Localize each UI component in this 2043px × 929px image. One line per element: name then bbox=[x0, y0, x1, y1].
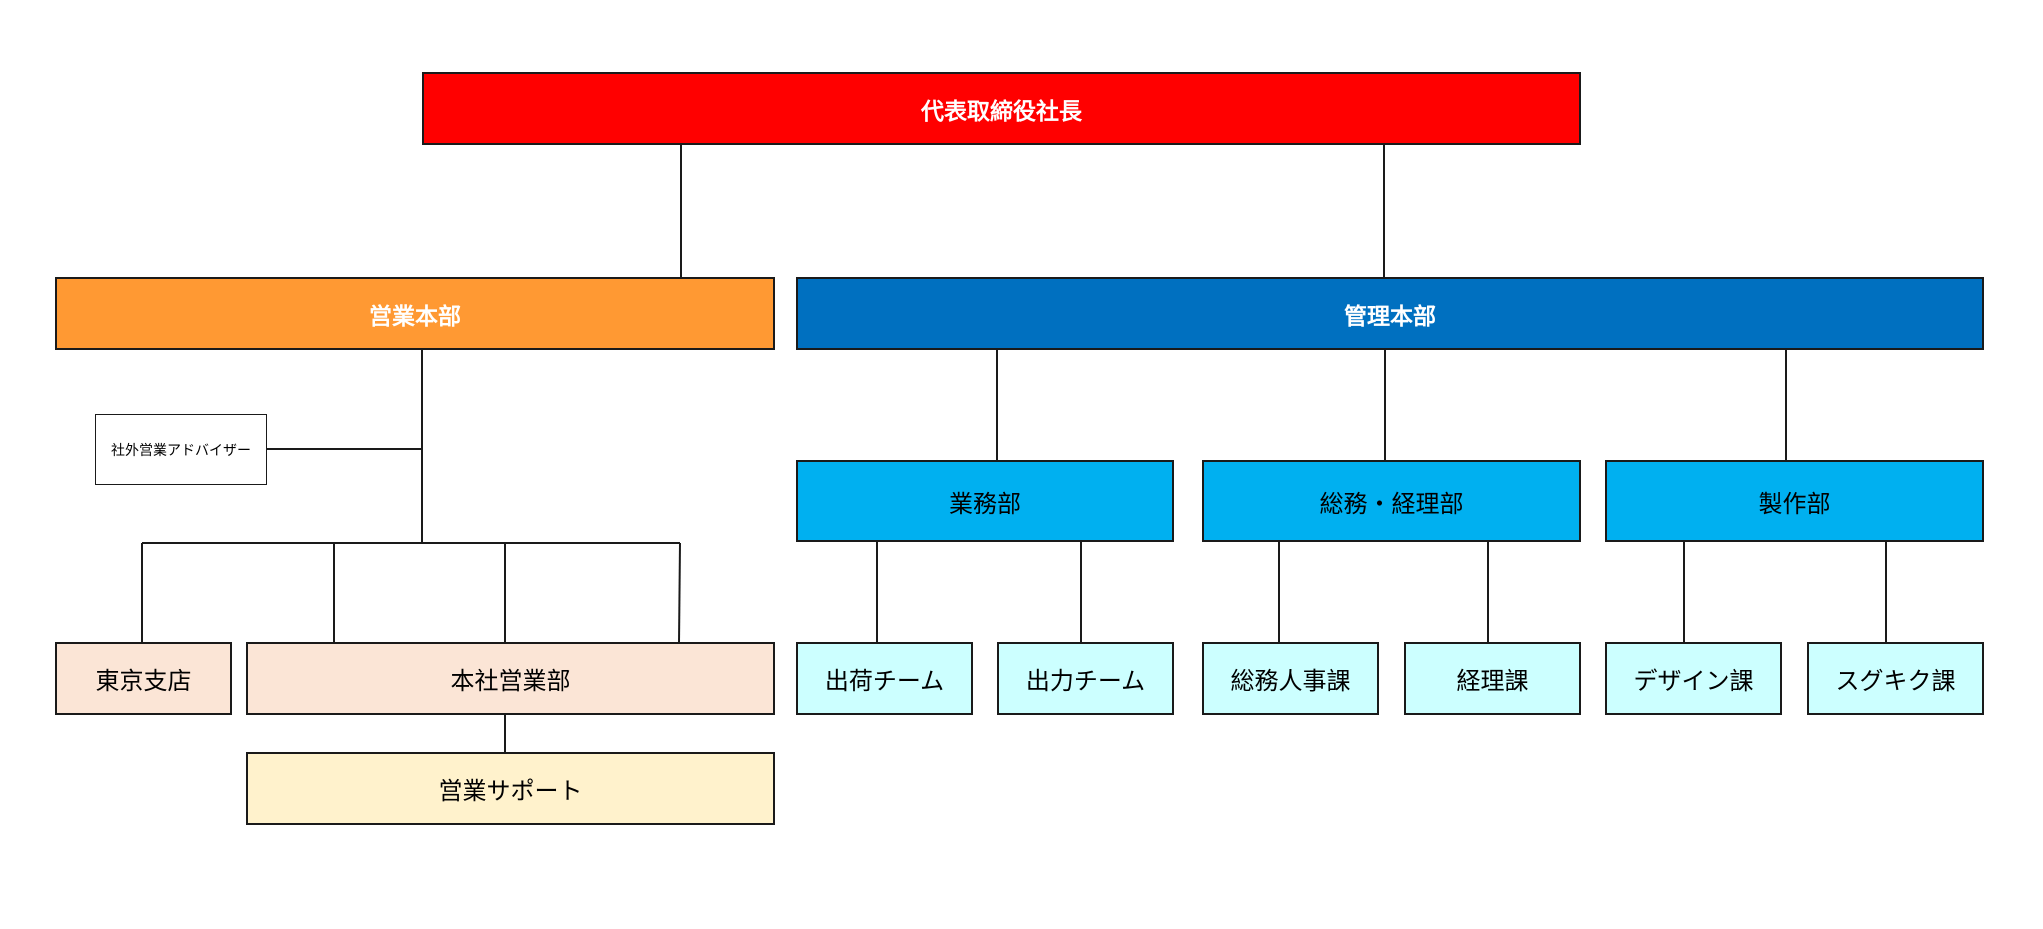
design-section-box: デザイン課 bbox=[1605, 642, 1782, 715]
hq-sales-dept-label: 本社営業部 bbox=[450, 667, 571, 695]
hq-sales-dept-box: 本社営業部 bbox=[246, 642, 775, 715]
shukka-team-label: 出荷チーム bbox=[824, 667, 945, 695]
ceo-box: 代表取締役社長 bbox=[422, 72, 1581, 145]
sales-support-box: 営業サポート bbox=[246, 752, 775, 825]
advisor-box: 社外営業アドバイザー bbox=[95, 414, 267, 485]
sales-hq-label: 営業本部 bbox=[369, 303, 461, 330]
sugiki-section-label: スグキク課 bbox=[1835, 667, 1956, 695]
seisaku-dept-box: 製作部 bbox=[1605, 460, 1984, 542]
sales-support-label: 営業サポート bbox=[438, 777, 583, 805]
admin-hq-label: 管理本部 bbox=[1344, 303, 1436, 330]
shutsuryoku-team-label: 出力チーム bbox=[1025, 667, 1146, 695]
somu-keiri-dept-label: 総務・経理部 bbox=[1319, 489, 1464, 518]
advisor-label: 社外営業アドバイザー bbox=[111, 442, 251, 459]
somu-jinji-section-label: 総務人事課 bbox=[1230, 667, 1351, 695]
sales-hq-box: 営業本部 bbox=[55, 277, 775, 350]
tokyo-branch-box: 東京支店 bbox=[55, 642, 232, 715]
shukka-team-box: 出荷チーム bbox=[796, 642, 973, 715]
sugiki-section-box: スグキク課 bbox=[1807, 642, 1984, 715]
admin-hq-box: 管理本部 bbox=[796, 277, 1984, 350]
keiri-section-box: 経理課 bbox=[1404, 642, 1581, 715]
somu-keiri-dept-box: 総務・経理部 bbox=[1202, 460, 1581, 542]
gyomu-dept-box: 業務部 bbox=[796, 460, 1174, 542]
shutsuryoku-team-box: 出力チーム bbox=[997, 642, 1174, 715]
ceo-label: 代表取締役社長 bbox=[921, 98, 1082, 125]
tokyo-branch-label: 東京支店 bbox=[95, 667, 192, 695]
somu-jinji-section-box: 総務人事課 bbox=[1202, 642, 1379, 715]
keiri-section-label: 経理課 bbox=[1456, 667, 1529, 695]
seisaku-dept-label: 製作部 bbox=[1758, 489, 1831, 518]
design-section-label: デザイン課 bbox=[1633, 667, 1754, 695]
gyomu-dept-label: 業務部 bbox=[949, 489, 1021, 518]
